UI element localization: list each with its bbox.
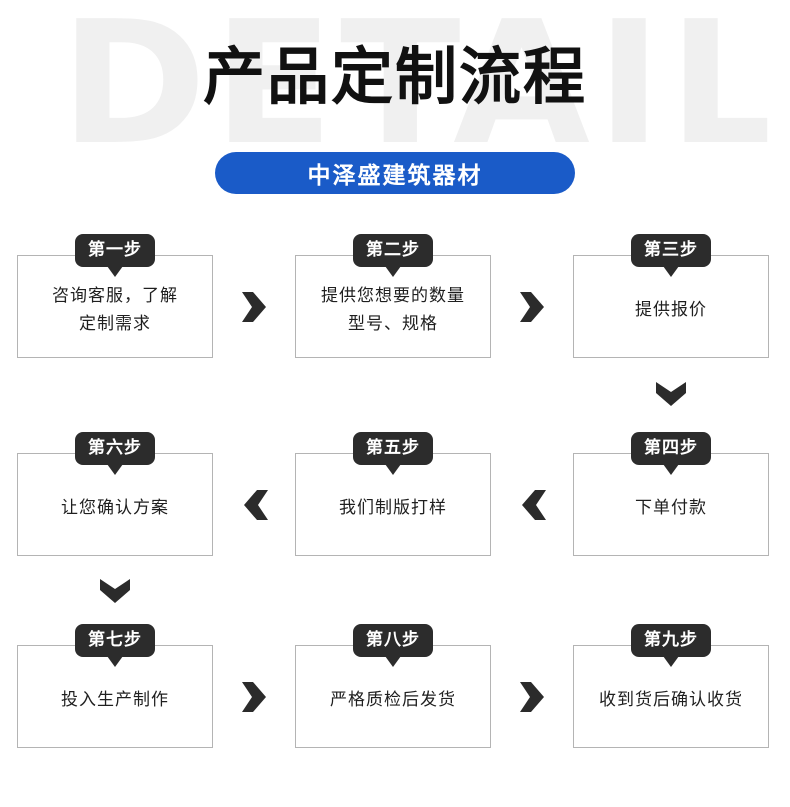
step-card-5: 第五步 我们制版打样 <box>295 432 491 556</box>
arrow-step8-to-step9 <box>511 675 555 719</box>
step-text-7: 投入生产制作 <box>61 689 169 710</box>
step-badge-2: 第二步 <box>353 234 433 277</box>
arrow-step5-to-step6 <box>233 483 277 527</box>
step-card-7: 第七步 投入生产制作 <box>17 624 213 748</box>
step-text-9: 收到货后确认收货 <box>599 689 743 710</box>
page-title: 产品定制流程 <box>202 40 587 113</box>
arrow-step4-to-step5 <box>511 483 555 527</box>
page-header: DETAIL 产品定制流程 中泽盛建筑器材 <box>0 0 790 215</box>
step-text-8: 严格质检后发货 <box>330 689 456 710</box>
step-card-3: 第三步 提供报价 <box>573 234 769 358</box>
step-card-4: 第四步 下单付款 <box>573 432 769 556</box>
arrow-step2-to-step3 <box>511 285 555 329</box>
step-badge-7: 第七步 <box>75 624 155 667</box>
step-text-3: 提供报价 <box>635 299 707 320</box>
step-badge-8: 第八步 <box>353 624 433 667</box>
step-text-2: 提供您想要的数量 型号、规格 <box>321 285 465 334</box>
arrow-step1-to-step2 <box>233 285 277 329</box>
step-badge-1: 第一步 <box>75 234 155 277</box>
step-card-6: 第六步 让您确认方案 <box>17 432 213 556</box>
step-card-1: 第一步 咨询客服，了解 定制需求 <box>17 234 213 358</box>
process-flow-diagram: 第一步 咨询客服，了解 定制需求 第二步 提供您想要的数量 型号、规格 第三步 … <box>0 215 790 807</box>
step-text-4: 下单付款 <box>635 497 707 518</box>
step-badge-5: 第五步 <box>353 432 433 475</box>
brand-badge-label: 中泽盛建筑器材 <box>307 163 483 189</box>
watermark-text: DETAIL <box>60 2 768 167</box>
arrow-step7-to-step8 <box>233 675 277 719</box>
step-badge-4: 第四步 <box>631 432 711 475</box>
step-badge-3: 第三步 <box>631 234 711 277</box>
arrow-step6-to-step7 <box>93 570 137 614</box>
step-badge-9: 第九步 <box>631 624 711 667</box>
step-text-1: 咨询客服，了解 定制需求 <box>52 285 178 334</box>
step-card-8: 第八步 严格质检后发货 <box>295 624 491 748</box>
step-text-5: 我们制版打样 <box>339 497 447 518</box>
brand-badge: 中泽盛建筑器材 <box>215 152 575 194</box>
step-badge-6: 第六步 <box>75 432 155 475</box>
step-card-2: 第二步 提供您想要的数量 型号、规格 <box>295 234 491 358</box>
step-text-6: 让您确认方案 <box>61 497 169 518</box>
step-card-9: 第九步 收到货后确认收货 <box>573 624 769 748</box>
arrow-step3-to-step4 <box>649 373 693 417</box>
